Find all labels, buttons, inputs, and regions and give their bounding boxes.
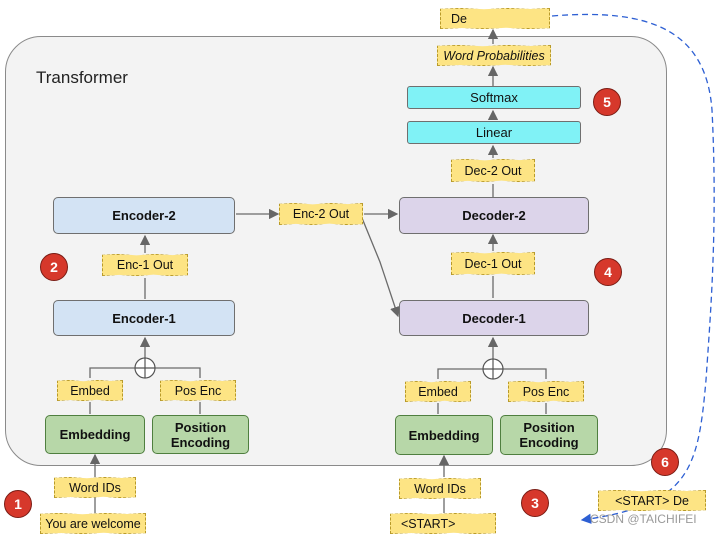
dec2-out-tag: Dec-2 Out (451, 159, 535, 182)
output-word-tag: De (440, 8, 550, 29)
enc-embed-tag: Embed (57, 380, 123, 401)
start-token-tag: <START> (390, 513, 496, 534)
step-badge-1: 1 (4, 490, 32, 518)
arrow-enc2out-to-decoder1 (361, 217, 401, 318)
enc-word-ids-tag: Word IDs (54, 477, 136, 498)
encoder-2-block: Encoder-2 (53, 197, 235, 234)
step-badge-3: 3 (521, 489, 549, 517)
enc2-out-tag: Enc-2 Out (279, 203, 363, 225)
feedback-arrow (551, 13, 715, 524)
step-badge-6: 6 (651, 448, 679, 476)
decoder-sum-node (482, 358, 504, 380)
dec-word-ids-tag: Word IDs (399, 478, 481, 499)
dec1-out-tag: Dec-1 Out (451, 252, 535, 275)
enc-input-text-tag: You are welcome (40, 513, 146, 534)
watermark: CSDN @TAICHIFEI (590, 512, 697, 526)
line-posenc-to-sum (155, 367, 201, 378)
step-badge-4: 4 (594, 258, 622, 286)
linear-block: Linear (407, 121, 581, 144)
encoder-sum-node (134, 357, 156, 379)
decoder-1-block: Decoder-1 (399, 300, 589, 336)
line-decposenc-to-sum (503, 368, 547, 379)
dec-posenc-tag: Pos Enc (508, 381, 584, 402)
line-embed-to-sum (89, 367, 135, 378)
enc-embedding-block: Embedding (45, 415, 145, 454)
enc1-out-tag: Enc-1 Out (102, 254, 188, 276)
enc-position-encoding-block: Position Encoding (152, 415, 249, 454)
step-badge-2: 2 (40, 253, 68, 281)
dec-embed-tag: Embed (405, 381, 471, 402)
next-input-tag: <START> De (598, 490, 706, 511)
step-badge-5: 5 (593, 88, 621, 116)
diagram-title: Transformer (36, 68, 128, 87)
softmax-block: Softmax (407, 86, 581, 109)
dec-position-encoding-block: Position Encoding (500, 415, 598, 455)
encoder-1-block: Encoder-1 (53, 300, 235, 336)
line-decembed-to-sum (437, 368, 483, 379)
decoder-2-block: Decoder-2 (399, 197, 589, 234)
enc-posenc-tag: Pos Enc (160, 380, 236, 401)
word-probabilities-tag: Word Probabilities (437, 45, 551, 66)
dec-embedding-block: Embedding (395, 415, 493, 455)
